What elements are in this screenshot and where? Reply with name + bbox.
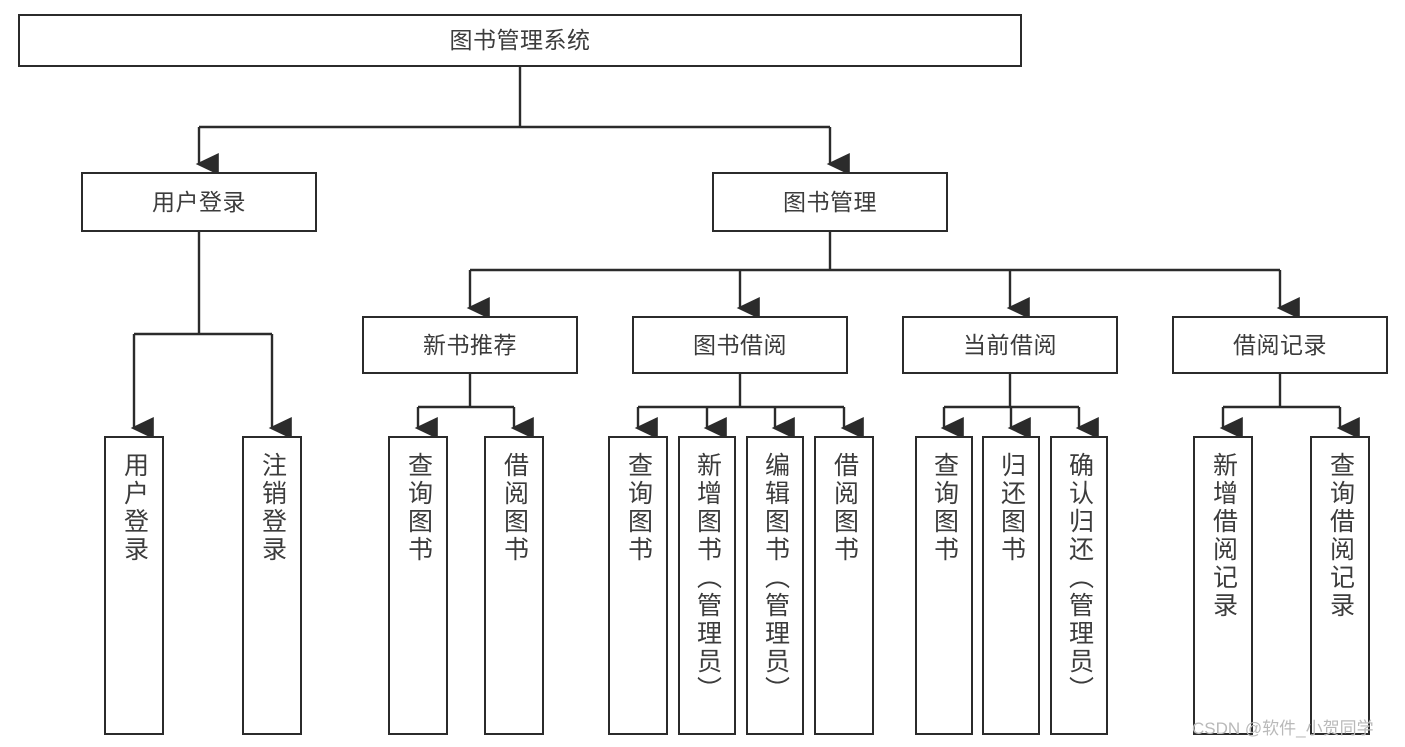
node-current-borrow[interactable]: 当前借阅 — [902, 316, 1118, 374]
node-label: 当前借阅 — [963, 331, 1057, 358]
node-label: 借阅图书 — [500, 452, 529, 564]
node-leaf-query-book-current[interactable]: 查询图书 — [915, 436, 973, 735]
node-label: 新增图书（管理员） — [693, 452, 722, 704]
node-label: 查询图书 — [404, 452, 433, 564]
node-borrow-record[interactable]: 借阅记录 — [1172, 316, 1388, 374]
node-label: 图书管理 — [783, 188, 877, 215]
node-new-book-recommend[interactable]: 新书推荐 — [362, 316, 578, 374]
node-leaf-confirm-return[interactable]: 确认归还（管理员） — [1050, 436, 1108, 735]
node-label: 查询图书 — [930, 452, 959, 564]
node-label: 确认归还（管理员） — [1065, 452, 1094, 704]
node-label: 新书推荐 — [423, 331, 517, 358]
node-leaf-add-book[interactable]: 新增图书（管理员） — [678, 436, 736, 735]
node-root-book-management-system[interactable]: 图书管理系统 — [18, 14, 1022, 67]
node-leaf-borrow-book[interactable]: 借阅图书 — [814, 436, 874, 735]
node-leaf-borrow-book-recommend[interactable]: 借阅图书 — [484, 436, 544, 735]
node-book-management[interactable]: 图书管理 — [712, 172, 948, 232]
node-label: 查询借阅记录 — [1326, 452, 1355, 620]
node-leaf-query-book-recommend[interactable]: 查询图书 — [388, 436, 448, 735]
node-leaf-return-book[interactable]: 归还图书 — [982, 436, 1040, 735]
node-label: 用户登录 — [120, 452, 149, 564]
node-label: 借阅记录 — [1233, 331, 1327, 358]
node-label: 借阅图书 — [830, 452, 859, 564]
node-leaf-edit-book[interactable]: 编辑图书（管理员） — [746, 436, 804, 735]
node-label: 编辑图书（管理员） — [761, 452, 790, 704]
node-label: 图书管理系统 — [449, 27, 591, 54]
node-label: 用户登录 — [152, 188, 246, 215]
node-label: 查询图书 — [624, 452, 653, 564]
node-label: 归还图书 — [997, 452, 1026, 564]
node-leaf-query-borrow-record[interactable]: 查询借阅记录 — [1310, 436, 1370, 735]
node-label: 注销登录 — [258, 452, 287, 564]
node-book-borrow[interactable]: 图书借阅 — [632, 316, 848, 374]
node-label: 图书借阅 — [693, 331, 787, 358]
node-leaf-logout-login[interactable]: 注销登录 — [242, 436, 302, 735]
node-leaf-add-borrow-record[interactable]: 新增借阅记录 — [1193, 436, 1253, 735]
node-user-login[interactable]: 用户登录 — [81, 172, 317, 232]
node-leaf-query-book-borrow[interactable]: 查询图书 — [608, 436, 668, 735]
node-leaf-user-login[interactable]: 用户登录 — [104, 436, 164, 735]
node-label: 新增借阅记录 — [1209, 452, 1238, 620]
csdn-watermark: CSDN @软件_小贺同学 — [1192, 719, 1374, 738]
